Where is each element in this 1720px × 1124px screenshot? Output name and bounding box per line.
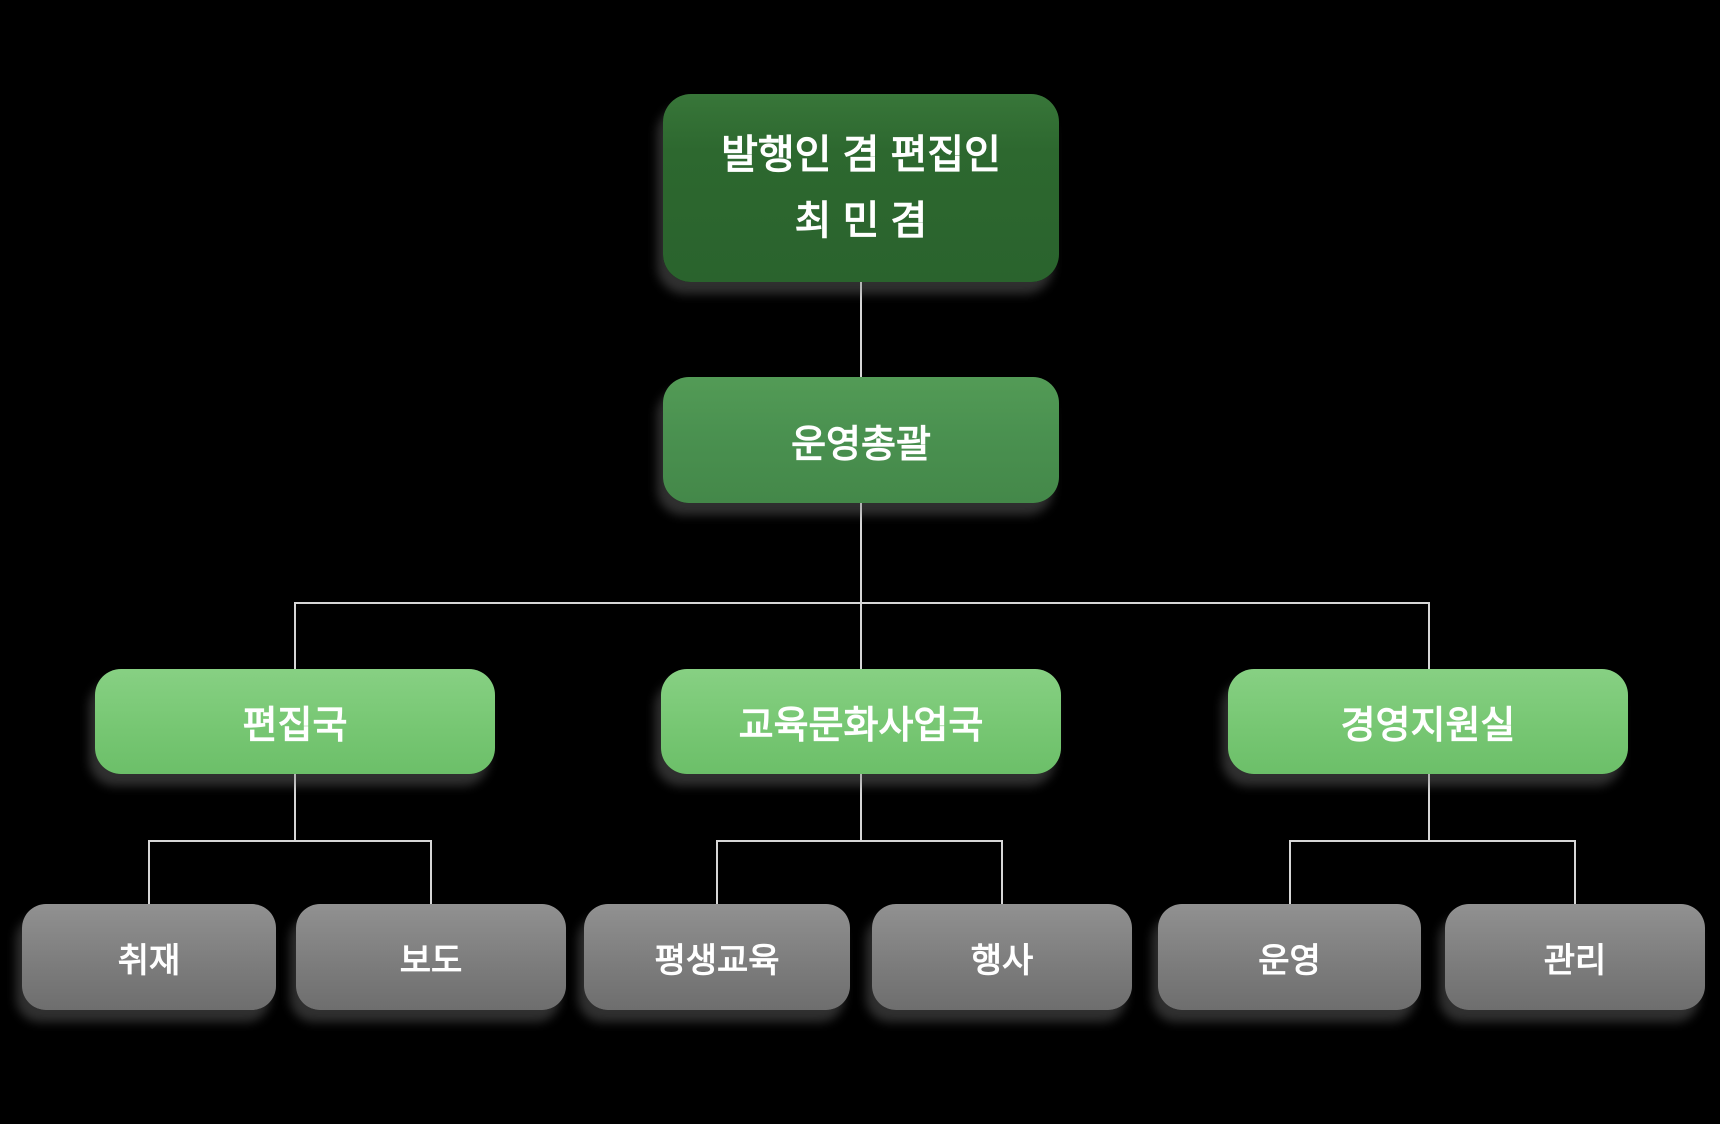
lifelong-education-team-label: 평생교육 [654,941,780,980]
management-support-office-label: 경영지원실 [1340,705,1516,747]
node-operations-director: 운영총괄 [663,377,1059,503]
node-education-culture-bureau: 교육문화사업국 [661,669,1061,774]
node-editorial-bureau: 편집국 [95,669,495,774]
connector-management-support-stem [1428,774,1430,842]
connector-editorial-horizontal [148,840,432,842]
connector-drop-operations [1289,840,1291,904]
connector-root-to-level2 [860,280,862,379]
connector-education-horizontal [716,840,1003,842]
connector-management-support-horizontal [1289,840,1576,842]
node-operations-team: 운영 [1158,904,1421,1010]
education-culture-bureau-label: 교육문화사업국 [738,705,984,747]
connector-drop-editorial [294,602,296,670]
editorial-bureau-label: 편집국 [242,705,348,747]
node-lifelong-education-team: 평생교육 [584,904,850,1010]
connector-drop-lifelong-education [716,840,718,904]
operations-director-label: 운영총괄 [791,423,931,466]
connector-editorial-stem [294,774,296,842]
connector-drop-press [430,840,432,904]
connector-drop-events [1001,840,1003,904]
connector-level2-trunk [860,501,862,670]
node-publisher-editor: 발행인 겸 편집인 최 민 겸 [663,94,1059,282]
node-events-team: 행사 [872,904,1132,1010]
publisher-role-text: 발행인 겸 편집인 [721,133,1001,177]
reporting-team-label: 취재 [117,941,181,980]
connector-education-stem [860,774,862,842]
management-team-label: 관리 [1543,941,1607,980]
connector-drop-reporting [148,840,150,904]
node-management-support-office: 경영지원실 [1228,669,1628,774]
connector-drop-management [1574,840,1576,904]
publisher-name-text: 최 민 겸 [794,199,928,243]
node-press-team: 보도 [296,904,566,1010]
operations-team-label: 운영 [1258,941,1321,980]
node-management-team: 관리 [1445,904,1705,1010]
connector-drop-management-support [1428,602,1430,670]
connector-level3-horizontal [294,602,1430,604]
node-reporting-team: 취재 [22,904,276,1010]
press-team-label: 보도 [399,941,463,980]
events-team-label: 행사 [970,941,1034,980]
